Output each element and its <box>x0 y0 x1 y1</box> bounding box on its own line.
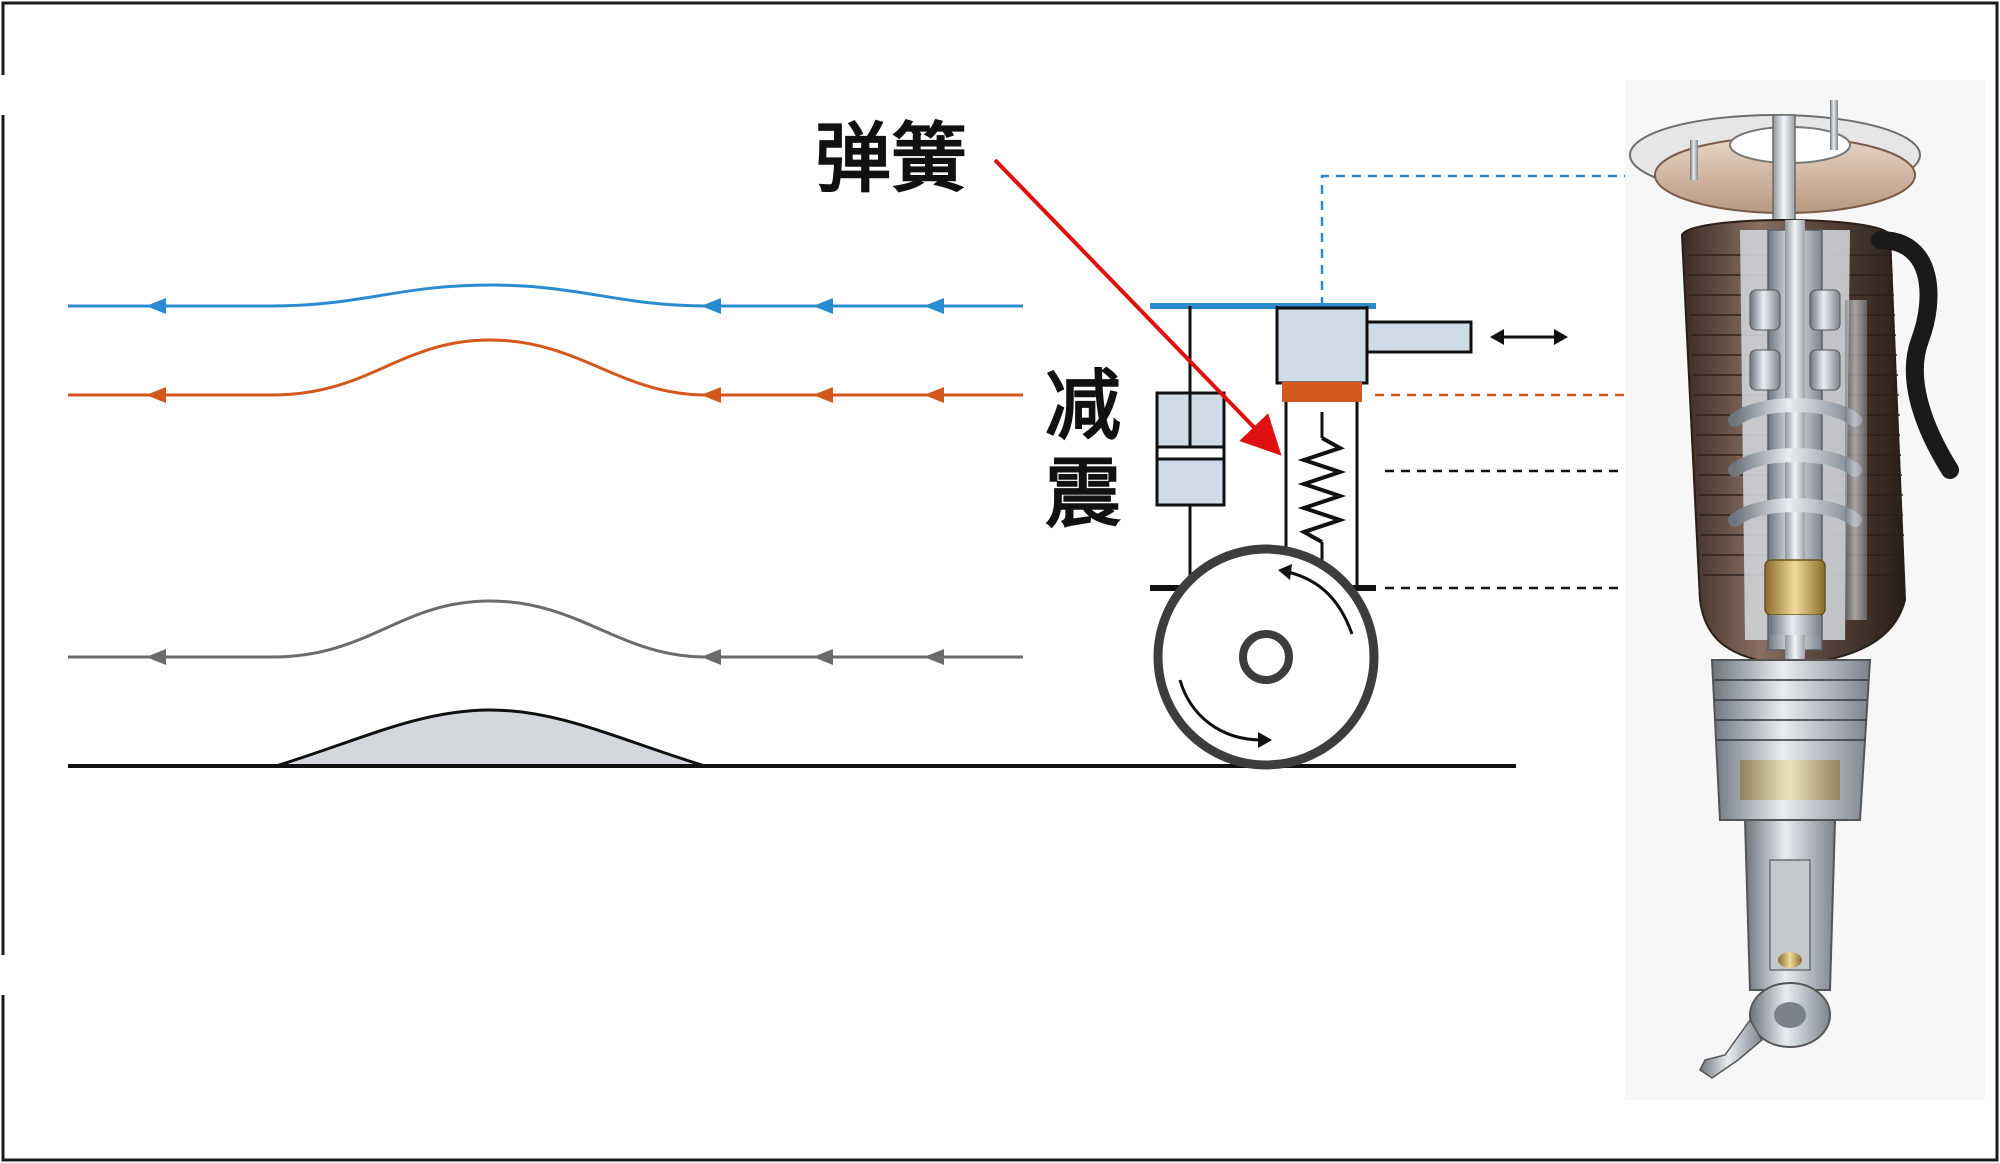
chamber-piston <box>1282 382 1362 402</box>
flow-arrow-icon <box>146 298 944 314</box>
rotation-arrow-icon <box>1178 564 1354 748</box>
air-chamber <box>1275 306 1473 402</box>
body-motion-trace <box>68 283 1023 314</box>
damper-cylinder <box>1155 391 1226 507</box>
flow-arrow-icon <box>146 649 944 665</box>
damper-label-char-2: 震 <box>1045 449 1122 538</box>
damper-label-char-1: 减 <box>1045 361 1121 450</box>
air-suspension-strut-illustration <box>1625 80 1985 1100</box>
flow-arrow-icon <box>146 387 944 403</box>
suspension-motion-trace <box>68 338 1023 403</box>
spring-label: 弹簧 <box>815 114 967 203</box>
spring-pointer-arrow <box>993 158 1282 456</box>
quarter-car-model <box>1150 303 1568 770</box>
wheel <box>1153 544 1379 770</box>
double-headed-arrow-icon <box>1490 329 1568 345</box>
wheel-motion-trace <box>68 599 1023 665</box>
road-bump <box>275 708 706 768</box>
